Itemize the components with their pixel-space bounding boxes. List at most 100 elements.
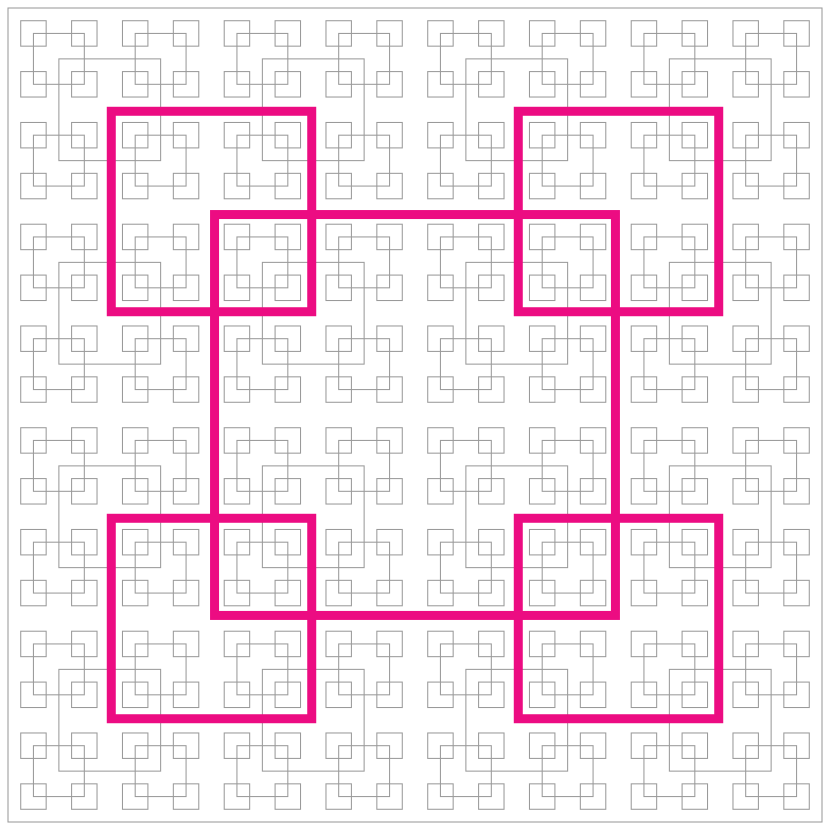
pattern-square [223,630,251,658]
pattern-square [783,20,810,47]
pattern-square [376,579,403,607]
pattern-frame [7,7,823,823]
pattern-square [732,172,759,200]
pattern-square [681,274,709,302]
pattern-square [32,643,85,696]
pattern-square [783,732,810,759]
pattern-square [541,541,594,594]
pattern-square [579,20,607,47]
pattern-square [20,121,47,149]
pattern-square [121,223,149,251]
pattern-square [121,478,149,505]
pattern-square [325,71,352,98]
pattern-square [579,223,607,251]
pattern-square [630,71,658,98]
pattern-square [478,172,505,200]
pattern-square [541,439,594,492]
highlight-square-center [210,210,620,620]
pattern-square [325,325,352,352]
pattern-square [783,121,810,149]
pattern-square [172,681,200,709]
highlight-square-corner [106,106,317,317]
pattern-square [732,732,759,759]
pattern-square [121,732,149,759]
pattern-square [338,745,391,798]
pattern-square [172,630,200,658]
pattern-square [783,478,810,505]
pattern-square [528,325,556,352]
pattern-square [732,528,759,556]
pattern-square [223,325,251,352]
pattern-square [325,478,352,505]
pattern-square [274,732,302,759]
pattern-square [681,783,709,810]
pattern-square [732,274,759,302]
pattern-square [376,376,403,403]
pattern-square [783,528,810,556]
pattern-square [528,732,556,759]
pattern-square [325,20,352,47]
pattern-square [478,579,505,607]
pattern-square [579,325,607,352]
pattern-square [427,630,454,658]
pattern-square [528,783,556,810]
pattern-square [71,223,98,251]
pattern-square [478,783,505,810]
pattern-square [427,528,454,556]
pattern-square [236,643,289,696]
pattern-square [172,20,200,47]
pattern-square [236,134,289,187]
highlight-squares [106,106,724,724]
pattern-square [172,579,200,607]
pattern-square [134,439,187,492]
pattern-square [643,643,696,696]
pattern-square [439,643,492,696]
pattern-square [630,732,658,759]
pattern-square [32,439,85,492]
pattern-square [681,630,709,658]
pattern-square [681,121,709,149]
pattern-square [745,745,798,798]
pattern-square [541,32,594,85]
pattern-square [643,745,696,798]
pattern-square [325,172,352,200]
pattern-square [427,427,454,454]
pattern-square [223,20,251,47]
pattern-square [121,630,149,658]
pattern-square [579,121,607,149]
pattern-square [630,681,658,709]
pattern-square [783,427,810,454]
pattern-square [630,274,658,302]
pattern-square [134,338,187,391]
pattern-square [172,223,200,251]
pattern-square [172,71,200,98]
pattern-square [376,630,403,658]
pattern-square [71,427,98,454]
pattern-square [121,20,149,47]
pattern-square [783,325,810,352]
pattern-square [427,681,454,709]
pattern-square [32,236,85,289]
pattern-square [71,528,98,556]
pattern-square [427,325,454,352]
pattern-square [223,223,251,251]
pattern-square [325,783,352,810]
pattern-square [732,478,759,505]
pattern-square [541,338,594,391]
pattern-square [223,172,251,200]
pattern-square [541,643,594,696]
pattern-square [376,223,403,251]
pattern-square [478,121,505,149]
pattern-square [325,630,352,658]
pattern-square [223,478,251,505]
pattern-square [681,732,709,759]
pattern-square [427,579,454,607]
pattern-square [172,121,200,149]
pattern-square [630,427,658,454]
pattern-square [783,274,810,302]
pattern-square [376,325,403,352]
pattern-square [223,427,251,454]
fractal-pattern [7,7,823,823]
pattern-square [274,783,302,810]
